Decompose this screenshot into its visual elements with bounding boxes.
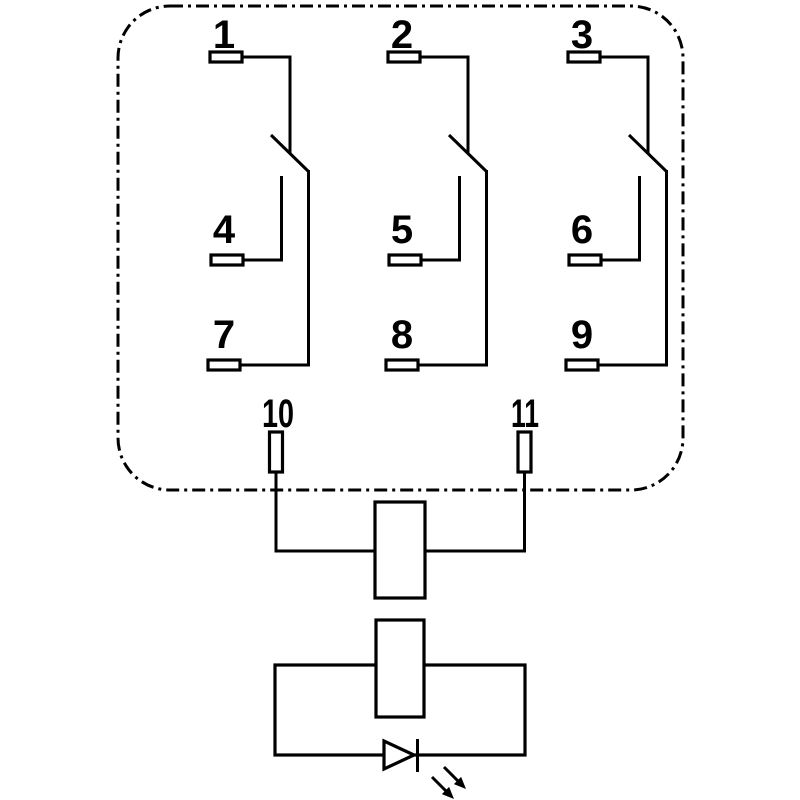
terminal-11-wire xyxy=(425,472,526,553)
contact-pole-3: 3 6 9 xyxy=(564,13,668,372)
terminal-1-wire xyxy=(242,55,292,153)
indicator-module xyxy=(273,618,527,799)
emission-arrow-line xyxy=(430,775,448,793)
contact-blade xyxy=(447,133,488,173)
terminal-10-pin xyxy=(267,430,285,474)
contact-pole-1: 1 4 7 xyxy=(206,13,310,372)
terminal-6-label: 6 xyxy=(571,208,593,252)
terminal-7-label: 7 xyxy=(213,313,235,357)
terminal-10-label: 10 xyxy=(262,392,294,436)
terminal-7-pin xyxy=(206,358,242,372)
terminal-2-label: 2 xyxy=(391,13,413,57)
common-wire xyxy=(240,170,310,367)
common-wire xyxy=(598,170,668,367)
emission-arrow-line xyxy=(442,765,460,783)
terminal-11-label: 11 xyxy=(511,392,539,436)
common-wire xyxy=(418,170,488,367)
terminal-10-wire xyxy=(274,472,375,553)
terminal-9-label: 9 xyxy=(571,313,593,357)
led-emission-arrows-icon xyxy=(430,765,466,799)
terminal-2-wire xyxy=(420,55,470,153)
terminal-11-pin xyxy=(516,430,533,474)
terminal-1-pin xyxy=(208,50,244,64)
led-diode-icon xyxy=(382,738,419,772)
terminal-4-wire xyxy=(243,176,283,262)
led-triangle xyxy=(382,738,418,772)
terminal-3-label: 3 xyxy=(571,13,593,57)
terminal-6-wire xyxy=(601,176,641,262)
terminal-9-pin xyxy=(564,358,600,372)
contact-pole-2: 2 5 8 xyxy=(384,13,488,372)
terminal-4-label: 4 xyxy=(213,208,236,252)
terminal-4-pin xyxy=(209,253,245,267)
terminal-1-label: 1 xyxy=(213,13,235,57)
terminal-8-pin xyxy=(384,358,420,372)
terminal-5-wire xyxy=(421,176,461,262)
coil-terminals: 10 11 xyxy=(262,392,539,553)
terminal-8-label: 8 xyxy=(391,313,413,357)
relay-body-outline xyxy=(116,4,685,492)
terminal-5-label: 5 xyxy=(391,208,413,252)
terminal-5-pin xyxy=(387,253,423,267)
emission-arrow-head xyxy=(441,786,454,799)
contact-blade xyxy=(627,133,668,173)
terminal-3-wire xyxy=(600,55,650,153)
coil-box xyxy=(373,500,427,600)
emission-arrow-head xyxy=(453,776,466,789)
coil-box-lower xyxy=(374,618,426,719)
terminal-6-pin xyxy=(567,253,603,267)
contact-blade xyxy=(269,133,310,173)
terminal-2-pin xyxy=(386,50,422,64)
terminal-3-pin xyxy=(566,50,602,64)
